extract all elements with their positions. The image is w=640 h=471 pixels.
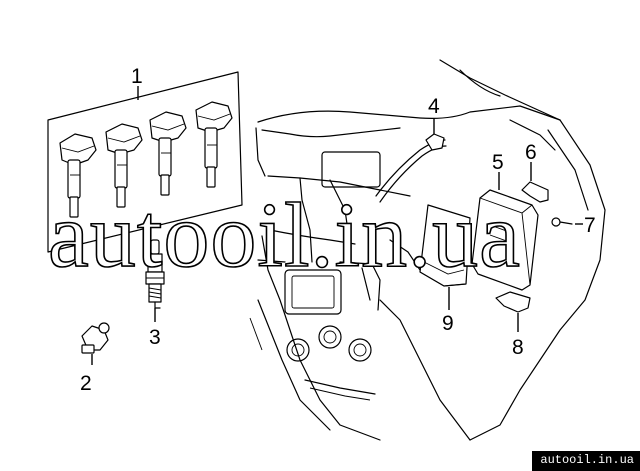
watermark-text: autooil.in.ua: [48, 184, 521, 286]
ecu-module-part-5: [471, 189, 539, 291]
ignition-coil-2: [105, 123, 143, 208]
cover-panel-part-9: [419, 204, 471, 287]
callout-3: 3: [149, 326, 161, 349]
ignition-coil-4: [195, 101, 233, 188]
sensor-part-2: [81, 322, 110, 354]
callout-1: 1: [131, 65, 143, 88]
callout-labels: 1 2 3 4 5 6 7 8 9: [80, 65, 596, 395]
source-url-badge: autooil.in.ua: [532, 451, 640, 471]
callout-4: 4: [428, 95, 440, 118]
callout-2: 2: [80, 372, 92, 395]
screw-part-7: [551, 217, 573, 227]
callout-7: 7: [584, 214, 596, 237]
callout-5: 5: [492, 151, 504, 174]
spark-plug-part-3: [145, 239, 165, 309]
callout-6: 6: [525, 141, 537, 164]
bracket-part-8: [495, 291, 531, 313]
connector-part-4: [425, 133, 445, 151]
bracket-part-6: [521, 181, 549, 203]
dashboard-outline: [249, 59, 606, 441]
ignition-coil-3: [149, 111, 187, 196]
callout-8: 8: [512, 336, 524, 359]
ignition-coil-set: [47, 71, 243, 253]
ignition-coil-1: [59, 133, 97, 218]
leader-lines: [91, 86, 583, 365]
callout-9: 9: [442, 312, 454, 335]
